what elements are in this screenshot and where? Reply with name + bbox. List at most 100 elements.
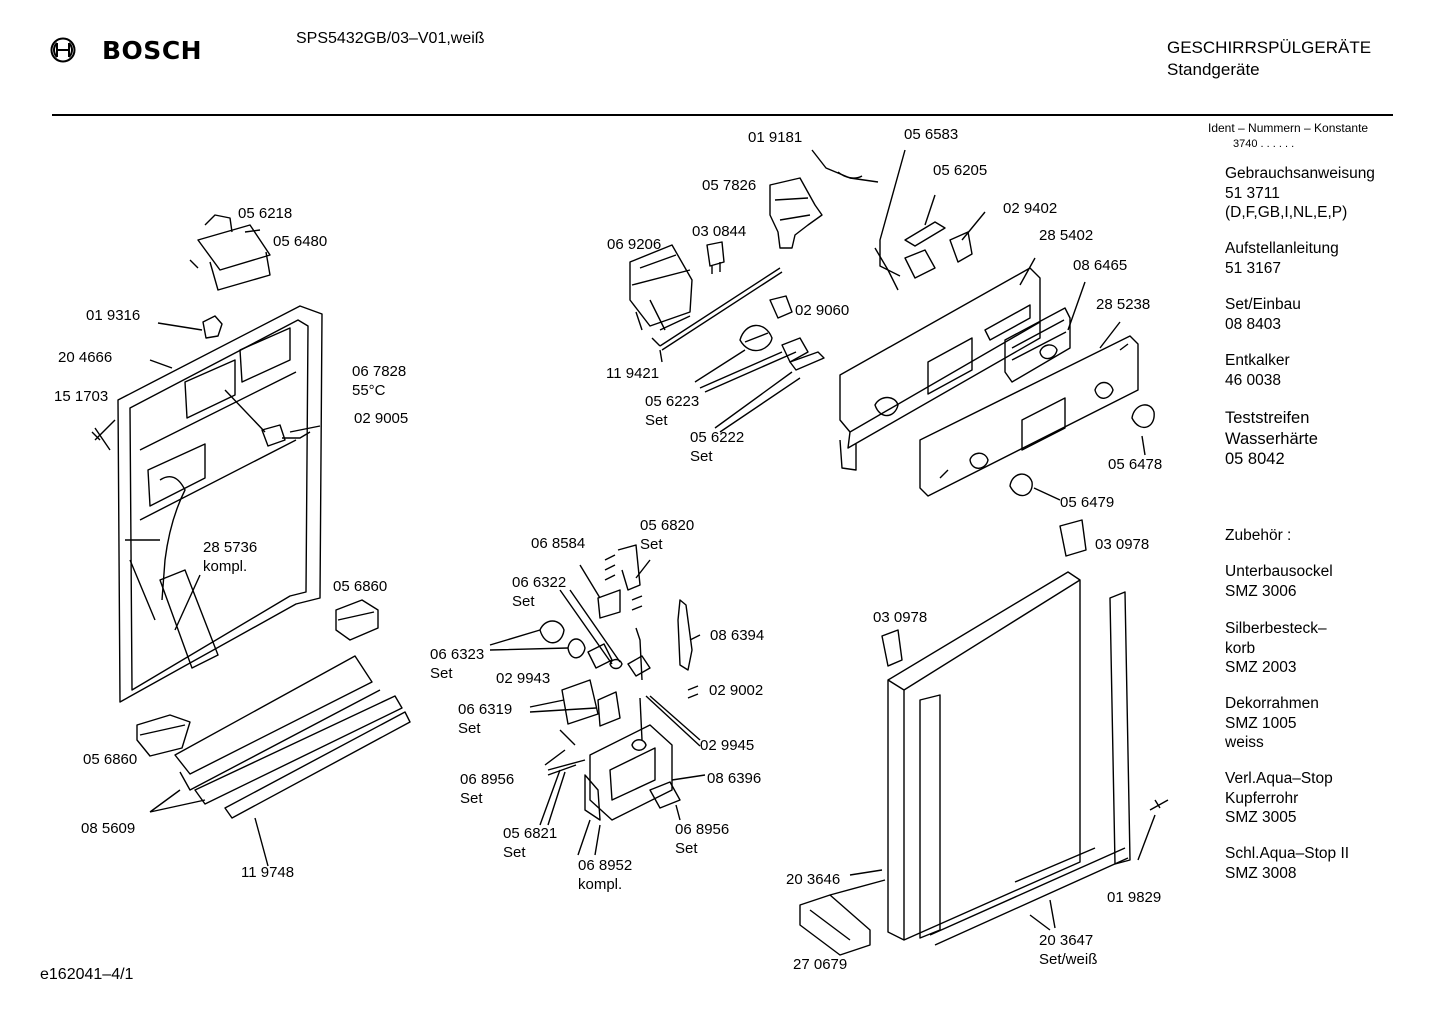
part-label: 05 6218 <box>238 204 292 223</box>
part-label-line: Set <box>690 448 713 465</box>
part-label-line: 06 6319 <box>458 701 513 718</box>
door-latch-part <box>189 214 271 291</box>
part-label-line: 02 9943 <box>496 670 551 687</box>
part-label-line: 20 3647 <box>1039 932 1094 949</box>
part-label-line: 28 5402 <box>1039 227 1094 244</box>
part-label-line: 06 8956 <box>675 821 730 838</box>
part-label: 05 7826 <box>702 176 756 195</box>
part-label-line: 11 9748 <box>241 864 295 881</box>
bosch-logo-icon <box>50 37 76 63</box>
accessory-line: Teststreifen <box>1225 409 1310 427</box>
part-label-line: 05 6222 <box>690 429 745 446</box>
part-label: 20 4666 <box>58 348 112 367</box>
accessory-line: Entkalker <box>1225 352 1290 369</box>
part-label-line: 06 8952 <box>578 857 633 874</box>
part-label: 01 9181 <box>748 128 802 147</box>
accessory-entry: Entkalker 46 0038 <box>1225 351 1290 390</box>
accessory-line: Aufstellanleitung <box>1225 240 1339 257</box>
part-label-line: 03 0978 <box>873 609 928 626</box>
part-label: 08 6465 <box>1073 256 1127 275</box>
part-label-line: 05 6218 <box>238 205 293 222</box>
leader <box>157 322 203 331</box>
category-title: GESCHIRRSPÜLGERÄTE <box>1167 38 1372 57</box>
part-label-line: kompl. <box>578 876 623 893</box>
part-label: 03 0978 <box>1095 535 1149 554</box>
accessory-line: Dekorrahmen <box>1225 695 1319 712</box>
header-divider <box>52 114 1393 116</box>
part-label-line: 55°C <box>352 382 386 399</box>
part-label: 06 8952 kompl. <box>578 856 632 894</box>
part-label-line: 20 3646 <box>786 871 841 888</box>
part-label: 05 6860 <box>83 750 137 769</box>
part-label-line: 03 0978 <box>1095 536 1150 553</box>
part-label-line: 11 9421 <box>606 365 660 382</box>
part-label: 02 9943 <box>496 669 550 688</box>
accessory-line: Wasserhärte <box>1225 429 1318 448</box>
part-label-line: 05 6478 <box>1108 456 1163 473</box>
accessory-line: 51 3167 <box>1225 259 1282 277</box>
category-subtitle: Standgeräte <box>1167 60 1260 79</box>
part-label-line: 01 9181 <box>748 129 803 146</box>
accessory-line: SMZ 2003 <box>1225 659 1297 676</box>
part-label: 03 0978 <box>873 608 927 627</box>
part-label: 06 8584 <box>531 534 585 553</box>
part-label: 02 9005 <box>354 409 408 428</box>
ident-title: Ident – Nummern – Konstante <box>1208 121 1369 135</box>
part-label: 05 6478 <box>1108 455 1162 474</box>
part-label: 28 5238 <box>1096 295 1150 314</box>
part-label: 08 5609 <box>81 819 135 838</box>
accessory-line: Silberbesteck– <box>1225 620 1327 637</box>
part-label-line: 08 6465 <box>1073 257 1128 274</box>
part-label-line: 01 9316 <box>86 307 141 324</box>
accessory-line: SMZ 3006 <box>1225 582 1297 600</box>
part-label-line: 05 7826 <box>702 177 757 194</box>
accessory-line: Verl.Aqua–Stop <box>1225 770 1333 787</box>
part-label-line: 15 1703 <box>54 388 109 405</box>
part-label-line: 03 0844 <box>692 223 747 240</box>
accessory-line: Zubehör : <box>1225 527 1292 544</box>
part-label: 06 9206 <box>607 235 661 254</box>
part-label-line: 20 4666 <box>58 349 113 366</box>
part-label: 02 9002 <box>709 681 763 700</box>
model-number: SPS5432GB/03–V01,weiß <box>296 30 485 47</box>
ident-value: 3740 . . . . . . <box>1233 138 1295 150</box>
part-label-line: kompl. <box>203 558 248 575</box>
part-label-line: Set <box>675 840 698 857</box>
part-label-line: 01 9829 <box>1107 889 1162 906</box>
accessory-line: Kupferrohr <box>1225 789 1299 807</box>
control-panel <box>839 257 1041 471</box>
part-label-line: 02 9005 <box>354 410 409 427</box>
part-label: 05 6480 <box>273 232 327 251</box>
part-label-line: 28 5238 <box>1096 296 1151 313</box>
accessory-line: korb <box>1225 639 1256 657</box>
part-label-line: Set <box>503 844 526 861</box>
part-label-line: 02 9945 <box>700 737 755 754</box>
accessory-line: Set/Einbau <box>1225 296 1301 313</box>
part-label-line: 05 6205 <box>933 162 988 179</box>
part-label: 27 0679 <box>793 955 847 974</box>
part-label: 05 6860 <box>333 577 387 596</box>
program-switch <box>629 244 693 331</box>
part-label-line: 06 8956 <box>460 771 515 788</box>
part-label: 08 6396 <box>707 769 761 788</box>
part-label-line: 05 6583 <box>904 126 959 143</box>
accessory-line: 46 0038 <box>1225 371 1282 389</box>
part-label-line: 27 0679 <box>793 956 848 973</box>
part-label: 05 6205 <box>933 161 987 180</box>
part-label-line: 02 9060 <box>795 302 850 319</box>
part-label: 05 6583 <box>904 125 958 144</box>
part-label-line: Set/weiß <box>1039 951 1098 968</box>
